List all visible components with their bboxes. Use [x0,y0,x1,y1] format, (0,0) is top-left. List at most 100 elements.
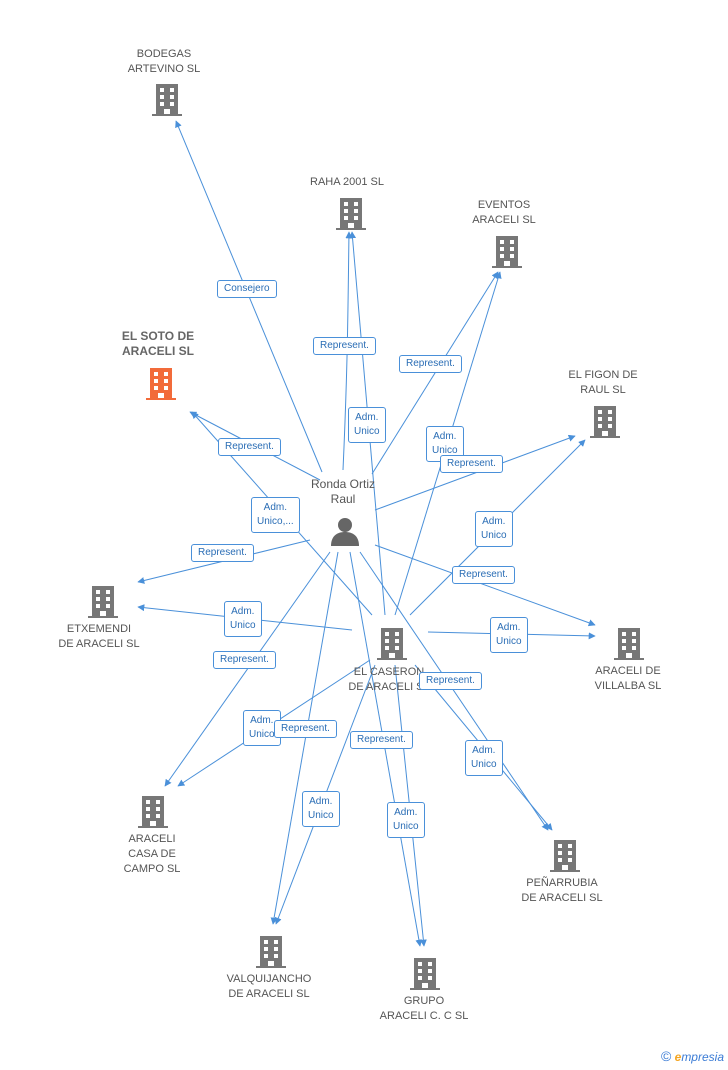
relation-text: Unico [308,810,334,821]
relation-label[interactable]: Represent. [399,355,462,373]
company-label-line: RAUL SL [580,384,626,396]
relation-text: Represent. [220,654,269,665]
relation-text: Unico [249,729,275,740]
company-label-penarrubia[interactable]: PEÑARRUBIA DE ARACELI SL [487,876,637,906]
edge-person-penarrubia [359,551,549,831]
relation-text: Unico [496,636,522,647]
company-label-villalba[interactable]: ARACELI DE VILLALBA SL [553,664,703,694]
company-label-line: ARTEVINO SL [127,63,201,75]
relation-label[interactable]: Represent. [213,651,276,669]
company-label-line: CASA DE [128,848,176,860]
person-icon [331,518,359,546]
person-name[interactable]: Ronda Ortiz Raul [293,477,393,507]
company-label-caseron[interactable]: EL CASERON DE ARACELI SL [314,665,464,695]
building-icon [614,628,644,660]
relation-label[interactable]: Adm. Unico [490,617,528,653]
company-label-line: RAHA 2001 SL [310,176,384,188]
relation-text: Represent. [357,734,406,745]
relation-text: Represent. [198,547,247,558]
company-label-etxemendi[interactable]: ETXEMENDI DE ARACELI SL [24,622,174,652]
company-label-line: GRUPO [403,995,445,1007]
edge-person-figon [374,434,576,511]
relation-text: Adm. [263,502,288,513]
company-label-eventos[interactable]: EVENTOS ARACELI SL [429,198,579,228]
company-label-line: ARACELI SL [122,344,194,358]
building-icon [336,198,366,230]
relation-label[interactable]: Adm. Unico [387,802,425,838]
relation-label[interactable]: Represent. [419,672,482,690]
edge-person-casa [164,551,331,787]
building-icon [410,958,440,990]
company-label-line: ETXEMENDI [66,623,132,635]
building-icon [152,84,182,116]
relation-label[interactable]: Represent. [452,566,515,584]
company-label-line: ARACELI [128,833,176,845]
brand-logo-e: e [674,1050,682,1064]
relation-label[interactable]: Adm. Unico [302,791,340,827]
relation-text: Represent. [320,340,369,351]
relation-text: Unico,... [257,516,294,527]
brand-logo-text: mpresia [681,1050,724,1064]
edge-person-grupo [349,551,423,947]
relation-label[interactable]: Represent. [440,455,503,473]
building-icon [550,840,580,872]
company-label-grupo[interactable]: GRUPO ARACELI C. C SL [349,994,499,1024]
relation-text: Adm. [250,715,274,726]
building-icon [590,406,620,438]
edge-person-villalba [374,544,596,627]
relation-label[interactable]: Adm. Unico [465,740,503,776]
building-icon [138,796,168,828]
company-label-line: EL FIGON DE [568,369,638,381]
relation-text: Represent. [281,723,330,734]
relation-text: Represent. [447,458,496,469]
edges [137,120,596,947]
relation-text: Adm. [309,796,333,807]
relation-text: Adm. [394,807,418,818]
relation-label[interactable]: Adm. Unico,... [251,497,300,533]
company-label-raha[interactable]: RAHA 2001 SL [272,175,422,190]
company-label-casa[interactable]: ARACELI CASA DE CAMPO SL [77,832,227,877]
relation-text: Unico [432,445,458,456]
company-label-line: EL CASERON [353,666,425,678]
company-label-line: VALQUIJANCHO [226,973,312,985]
company-label-line: EVENTOS [477,199,531,211]
company-label-valquijancho[interactable]: VALQUIJANCHO DE ARACELI SL [194,972,344,1002]
company-label-figon[interactable]: EL FIGON DE RAUL SL [528,368,678,398]
relation-text: Unico [481,530,507,541]
edge-person-eventos [371,271,499,475]
company-label-line: BODEGAS [136,48,192,60]
person-name-line1: Ronda Ortiz [310,477,376,491]
company-label-line: EL SOTO DE [121,329,195,343]
relation-text: Adm. [433,431,457,442]
company-label-line: ARACELI SL [472,214,536,226]
relation-text: Adm. [497,622,521,633]
relation-label[interactable]: Adm. Unico [348,407,386,443]
relation-text: Unico [354,426,380,437]
company-label-line: PEÑARRUBIA [526,877,598,889]
relation-text: Represent. [225,441,274,452]
relation-text: Consejero [224,283,270,294]
company-label-bodegas[interactable]: BODEGAS ARTEVINO SL [89,47,239,77]
relation-label[interactable]: Adm. Unico [224,601,262,637]
building-icon [146,368,176,400]
relation-text: Adm. [231,606,255,617]
relation-text: Unico [230,620,256,631]
edge-person-valquijancho [270,551,339,925]
relation-label[interactable]: Represent. [274,720,337,738]
edge-person-raha [342,231,353,471]
company-label-line: DE ARACELI SL [58,638,140,650]
company-label-line: ARACELI DE [595,665,661,677]
relation-label[interactable]: Consejero [217,280,277,298]
brand-footer[interactable]: © empresia [661,1048,724,1064]
company-label-soto[interactable]: EL SOTO DE ARACELI SL [83,329,233,359]
relation-label[interactable]: Adm. Unico [475,511,513,547]
copyright-icon: © [660,1048,672,1064]
building-icon [377,628,407,660]
relation-text: Represent. [459,569,508,580]
person-name-line2: Raul [330,492,356,506]
relation-label[interactable]: Represent. [218,438,281,456]
company-label-line: DE ARACELI SL [228,988,310,1000]
relation-label[interactable]: Represent. [191,544,254,562]
relation-label[interactable]: Represent. [350,731,413,749]
relation-label[interactable]: Represent. [313,337,376,355]
